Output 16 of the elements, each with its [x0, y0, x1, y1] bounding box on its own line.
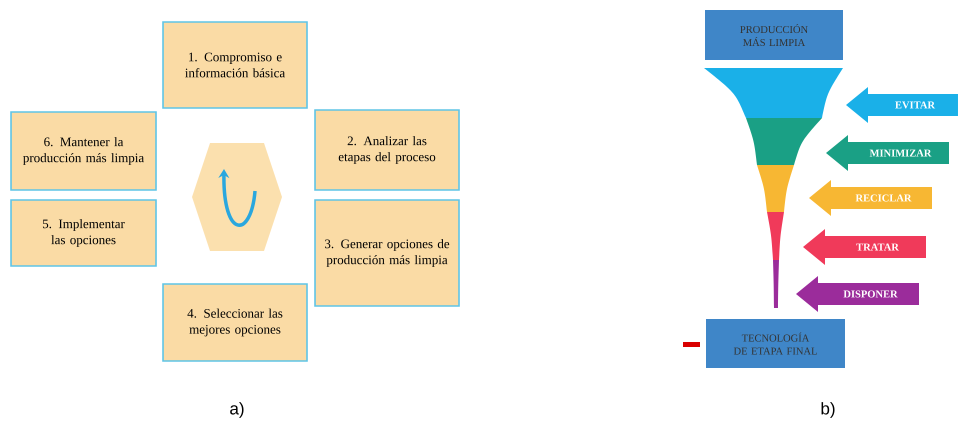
- title-box: PRODUCCIÓN MÁS LIMPIA: [705, 10, 843, 60]
- title-box: TECNOLOGÍA DE ETAPA FINAL: [706, 319, 845, 368]
- step-box: 1. Compromiso e información básica: [162, 21, 308, 109]
- step-box: 4. Seleccionar las mejores opciones: [162, 283, 308, 362]
- arrow-sign: DISPONER: [796, 276, 919, 312]
- step-box: 5. Implementar las opciones: [10, 199, 157, 267]
- arrow-sign: MINIMIZAR: [826, 135, 949, 171]
- step-box: 3. Generar opciones de producción más limpia: [314, 199, 460, 307]
- panel-label: a): [230, 402, 244, 418]
- arrow-sign: TRATAR: [803, 229, 926, 265]
- hexagon-shape: [192, 143, 282, 251]
- step-box: 6. Mantener la producción más limpia: [10, 111, 157, 191]
- arrow-sign: RECICLAR: [809, 180, 932, 216]
- step-box: 2. Analizar las etapas del proceso: [314, 109, 460, 191]
- panel-label: b): [822, 402, 834, 418]
- arrow-sign: EVITAR: [846, 87, 958, 123]
